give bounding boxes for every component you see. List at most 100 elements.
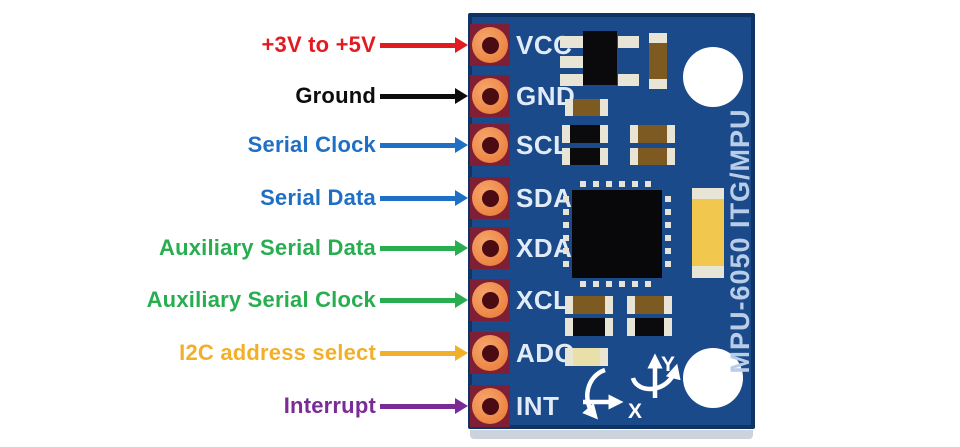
- capacitor: [562, 148, 608, 165]
- pin-pad: [470, 75, 510, 117]
- arrow-to-scl-icon: [380, 137, 468, 153]
- regulator-pad: [618, 36, 639, 48]
- pin-function-label: +3V to +5V: [261, 32, 376, 57]
- ic-pads-icon: [563, 196, 569, 272]
- pin-hole-icon: [481, 344, 499, 362]
- pin-name-label: GND: [516, 81, 576, 111]
- arrow-to-gnd-icon: [380, 88, 468, 104]
- x-axis-label: X: [628, 400, 642, 422]
- pin-ring-icon: [472, 335, 508, 371]
- arrow-head-icon: [455, 240, 468, 256]
- pin-hole-icon: [481, 136, 499, 154]
- arrow-shaft: [380, 403, 455, 409]
- pin-ring-icon: [472, 282, 508, 318]
- chip-terminal: [605, 318, 613, 336]
- chip-body: [635, 318, 664, 336]
- chip-terminal: [600, 148, 608, 165]
- tantalum-capacitor: [692, 188, 724, 278]
- chip-terminal: [649, 79, 667, 89]
- regulator-pad: [560, 56, 583, 68]
- chip-terminal: [565, 348, 573, 366]
- chip-body: [570, 148, 600, 165]
- chip-terminal: [565, 318, 573, 336]
- arrow-to-int-icon: [380, 398, 468, 414]
- annotation-row-scl: Serial Clock: [248, 129, 468, 161]
- regulator-pad: [618, 74, 639, 86]
- arrow-head-icon: [455, 345, 468, 361]
- capacitor: [627, 318, 672, 336]
- y-axis-label: Y: [661, 353, 675, 376]
- resistor: [565, 99, 608, 116]
- arrow-shaft: [380, 245, 455, 251]
- chip-terminal: [565, 99, 573, 116]
- chip-terminal: [664, 318, 672, 336]
- pin-name-label: XDA: [516, 233, 573, 263]
- pin-pad: [470, 177, 510, 219]
- pin-hole-icon: [481, 397, 499, 415]
- resistor: [565, 348, 608, 366]
- annotation-row-int: Interrupt: [284, 390, 468, 422]
- pin-hole-icon: [481, 36, 499, 54]
- regulator-pad: [560, 74, 583, 86]
- arrow-to-ado-icon: [380, 345, 468, 361]
- arrow-to-vcc-icon: [380, 37, 468, 53]
- pin-function-label: Serial Data: [260, 185, 376, 210]
- arrow-head-icon: [455, 398, 468, 414]
- chip-terminal: [630, 148, 638, 165]
- arrow-shaft: [380, 142, 455, 148]
- pin-ring-icon: [472, 388, 508, 424]
- annotation-row-sda: Serial Data: [260, 182, 468, 214]
- silkscreen-label: MPU-6050 ITG/MPU: [725, 108, 755, 374]
- chip-body: [638, 148, 667, 165]
- pin-hole-icon: [481, 189, 499, 207]
- chip-terminal: [562, 148, 570, 165]
- y-rotation-arrow-icon: [630, 363, 681, 392]
- arrow-shaft: [380, 297, 455, 303]
- pin-name-label: ADO: [516, 338, 576, 368]
- chip-terminal: [600, 99, 608, 116]
- capacitor: [649, 33, 667, 89]
- chip-terminal: [667, 125, 675, 143]
- pin-name-label: XCL: [516, 285, 570, 315]
- arrow-shaft: [380, 42, 455, 48]
- pin-pad: [470, 279, 510, 321]
- chip-terminal: [692, 188, 724, 199]
- chip-terminal: [605, 296, 613, 314]
- pin-hole-icon: [481, 291, 499, 309]
- chip-terminal: [565, 296, 573, 314]
- arrow-shaft: [380, 195, 455, 201]
- chip-body: [692, 199, 724, 266]
- annotation-row-vcc: +3V to +5V: [261, 29, 468, 61]
- ic-pads-icon: [580, 181, 654, 187]
- arrow-to-xda-icon: [380, 240, 468, 256]
- arrow-shaft: [380, 350, 455, 356]
- annotation-row-ado: I2C address select: [179, 337, 468, 369]
- voltage-regulator: [583, 31, 617, 85]
- pin-pad: [470, 124, 510, 166]
- annotation-row-xcl: Auxiliary Serial Clock: [147, 284, 468, 316]
- chip-terminal: [627, 296, 635, 314]
- chip-terminal: [600, 348, 608, 366]
- pin-ring-icon: [472, 180, 508, 216]
- pin-function-label: I2C address select: [179, 340, 376, 365]
- pin-pad: [470, 227, 510, 269]
- chip-body: [649, 43, 667, 79]
- arrow-to-xcl-icon: [380, 292, 468, 308]
- resistor: [630, 148, 675, 165]
- chip-body: [635, 296, 664, 314]
- capacitor: [565, 318, 613, 336]
- pin-pad: [470, 24, 510, 66]
- chip-terminal: [692, 266, 724, 278]
- chip-body: [573, 348, 600, 366]
- mounting-hole-top: [683, 47, 743, 107]
- chip-terminal: [562, 125, 570, 143]
- chip-terminal: [664, 296, 672, 314]
- pin-ring-icon: [472, 27, 508, 63]
- arrow-head-icon: [455, 190, 468, 206]
- pin-function-label: Auxiliary Serial Clock: [146, 287, 376, 312]
- chip-terminal: [649, 33, 667, 43]
- chip-body: [573, 296, 605, 314]
- arrow-head-icon: [455, 37, 468, 53]
- regulator-pad: [560, 36, 583, 48]
